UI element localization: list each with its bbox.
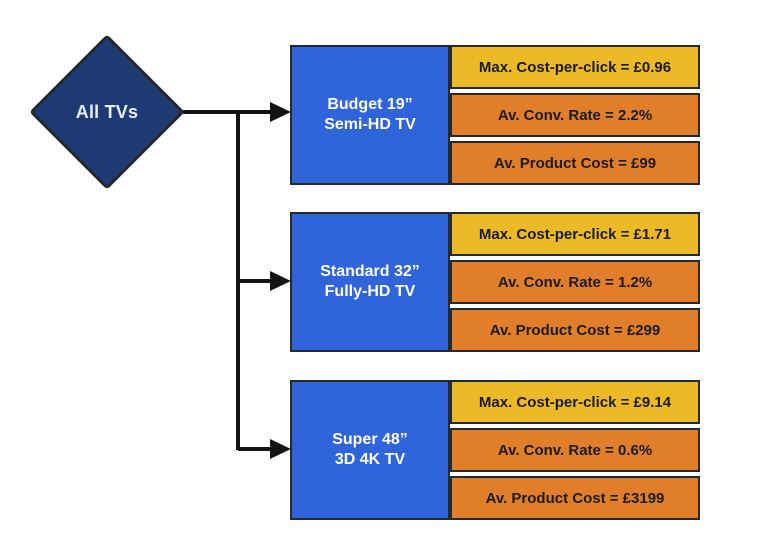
stat-column: Max. Cost-per-click = £1.71 Av. Conv. Ra… [450, 212, 700, 352]
product-label: Super 48” 3D 4K TV [332, 430, 408, 470]
stat-box-max-cpc: Max. Cost-per-click = £9.14 [450, 380, 700, 424]
product-label-line2: Semi-HD TV [324, 116, 416, 133]
stat-column: Max. Cost-per-click = £0.96 Av. Conv. Ra… [450, 45, 700, 185]
product-group-super: Super 48” 3D 4K TV Max. Cost-per-click =… [290, 380, 700, 520]
stat-box-conv-rate: Av. Conv. Rate = 0.6% [450, 428, 700, 472]
arrowhead-icon [270, 271, 291, 291]
product-group-budget: Budget 19” Semi-HD TV Max. Cost-per-clic… [290, 45, 700, 185]
product-label: Standard 32” Fully-HD TV [320, 262, 420, 302]
root-node-label: All TVs [75, 101, 139, 122]
arrowhead-icon [270, 102, 291, 122]
product-label-line1: Budget 19” [327, 96, 413, 113]
stat-box-max-cpc: Max. Cost-per-click = £1.71 [450, 212, 700, 256]
product-label-line1: Standard 32” [320, 263, 420, 280]
product-box-standard: Standard 32” Fully-HD TV [290, 212, 450, 352]
product-group-standard: Standard 32” Fully-HD TV Max. Cost-per-c… [290, 212, 700, 352]
product-box-budget: Budget 19” Semi-HD TV [290, 45, 450, 185]
stat-box-conv-rate: Av. Conv. Rate = 1.2% [450, 260, 700, 304]
product-label-line2: 3D 4K TV [334, 451, 406, 468]
stat-box-max-cpc: Max. Cost-per-click = £0.96 [450, 45, 700, 89]
arrowhead-icon [270, 439, 291, 459]
stat-box-conv-rate: Av. Conv. Rate = 2.2% [450, 93, 700, 137]
stat-box-product-cost: Av. Product Cost = £99 [450, 141, 700, 185]
stat-box-product-cost: Av. Product Cost = £3199 [450, 476, 700, 520]
product-box-super: Super 48” 3D 4K TV [290, 380, 450, 520]
root-node-all-tvs: All TVs [29, 34, 185, 190]
stat-box-product-cost: Av. Product Cost = £299 [450, 308, 700, 352]
product-label: Budget 19” Semi-HD TV [324, 95, 416, 135]
stat-column: Max. Cost-per-click = £9.14 Av. Conv. Ra… [450, 380, 700, 520]
product-label-line1: Super 48” [332, 431, 408, 448]
product-label-line2: Fully-HD TV [324, 283, 416, 300]
